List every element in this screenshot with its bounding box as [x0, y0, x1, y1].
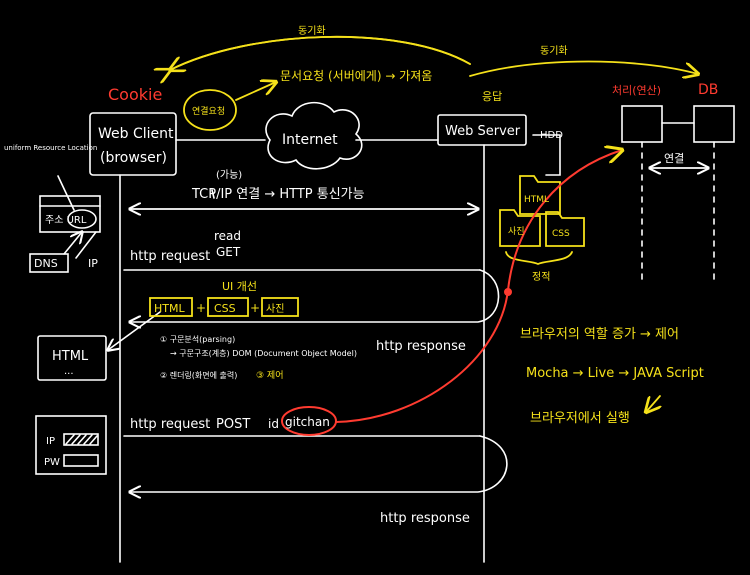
folders-brace [505, 251, 573, 266]
gitchan-label: gitchan [285, 415, 330, 429]
http-response-1: http response [376, 339, 466, 354]
uri-note: uniform Resource Location [4, 144, 97, 152]
hdd-label: HDD [540, 130, 563, 141]
folder-photo [499, 209, 541, 247]
html-page-box [37, 335, 107, 381]
web-server-box [437, 114, 527, 146]
dns-label: DNS [34, 257, 58, 270]
talk-bubble [183, 89, 237, 131]
note-line-1: 브라우저의 역할 증가 → 제어 [520, 327, 679, 342]
process-box [621, 105, 663, 143]
ip-input-box [63, 433, 99, 446]
internet-cloud [265, 101, 363, 170]
addr-url-label: 주소 URL [45, 214, 87, 226]
red-dot [504, 288, 512, 296]
red-flow-curve [335, 150, 622, 423]
note-line-3: 브라우저에서 실행 [530, 410, 630, 426]
sync-right-label: 동기화 [540, 45, 568, 57]
http-response-2: http response [380, 511, 470, 526]
process-label: 처리(연산) [612, 84, 661, 97]
db-label: DB [698, 82, 718, 98]
post-label: POST [216, 417, 250, 432]
html-box-dots: ... [64, 366, 74, 377]
response-loop-2 [130, 435, 508, 492]
get-label: GET [216, 245, 241, 259]
sync-top-label: 동기화 [298, 25, 326, 37]
ui-plus-2: + [250, 301, 260, 315]
dns-box [29, 253, 69, 273]
ui-css-label: CSS [214, 302, 236, 315]
internet-label: Internet [282, 132, 338, 148]
ui-html-box [149, 297, 193, 317]
parse-step-3: ③ 제어 [256, 370, 284, 381]
folder-css-label: CSS [552, 229, 570, 239]
parse-step-1b: → 구문구조(계층) DOM (Document Object Model) [170, 348, 357, 358]
server-above-label: 응답 [482, 90, 502, 103]
ui-html-label: HTML [154, 302, 185, 315]
url-circle [67, 209, 97, 229]
web-client-label: Web Client [98, 126, 174, 142]
web-client-box [89, 112, 177, 176]
pw-input-box [63, 454, 99, 467]
ui-photo-label: 사진 [266, 303, 284, 315]
sync-arc-right [469, 60, 698, 77]
html-box-arrow [108, 311, 161, 350]
ui-css-box [207, 297, 249, 317]
db-box [693, 105, 735, 143]
note-arrow [646, 395, 660, 412]
cookie-label: Cookie [108, 85, 162, 104]
web-client-sub: (browser) [100, 150, 167, 166]
response-loop-1 [130, 269, 500, 322]
note-line-2: Mocha → Live → JAVA Script [526, 366, 704, 381]
html-box-label: HTML [52, 349, 89, 364]
login-form-box [35, 415, 107, 475]
read-label: read [214, 229, 241, 243]
parse-step-2: ② 렌더링(화면에 출력) [160, 370, 237, 380]
talk-bubble-label: 연결요청 [192, 106, 225, 117]
login-ip-label: IP [46, 436, 55, 447]
ip-label: IP [88, 257, 98, 270]
flow-arrow [235, 82, 276, 101]
folder-css [545, 211, 585, 247]
post-request-label: http request [130, 417, 210, 432]
folder-photo-label: 사진 [508, 226, 525, 237]
ui-plus-1: + [196, 301, 206, 315]
folder-html [519, 175, 561, 215]
login-pw-label: PW [44, 457, 60, 468]
ui-photo-box [261, 297, 299, 317]
id-label: id [268, 417, 279, 431]
hdd-bracket [532, 134, 561, 176]
flow-text: 문서요청 (서버에게) → 가져옴 [280, 69, 432, 83]
web-server-label: Web Server [445, 124, 521, 139]
folder-caption: 정적 [532, 271, 550, 283]
parse-step-1: ① 구문분석(parsing) [160, 334, 235, 344]
tcp-note: (가능) [216, 169, 242, 181]
tcp-line-label: TCP/IP 연결 → HTTP 통신가능 [191, 187, 365, 202]
get-request-label: http request [130, 249, 210, 264]
folder-html-label: HTML [524, 195, 549, 205]
connect-label: 연결 [664, 152, 684, 165]
ui-title: UI 개선 [222, 280, 257, 293]
